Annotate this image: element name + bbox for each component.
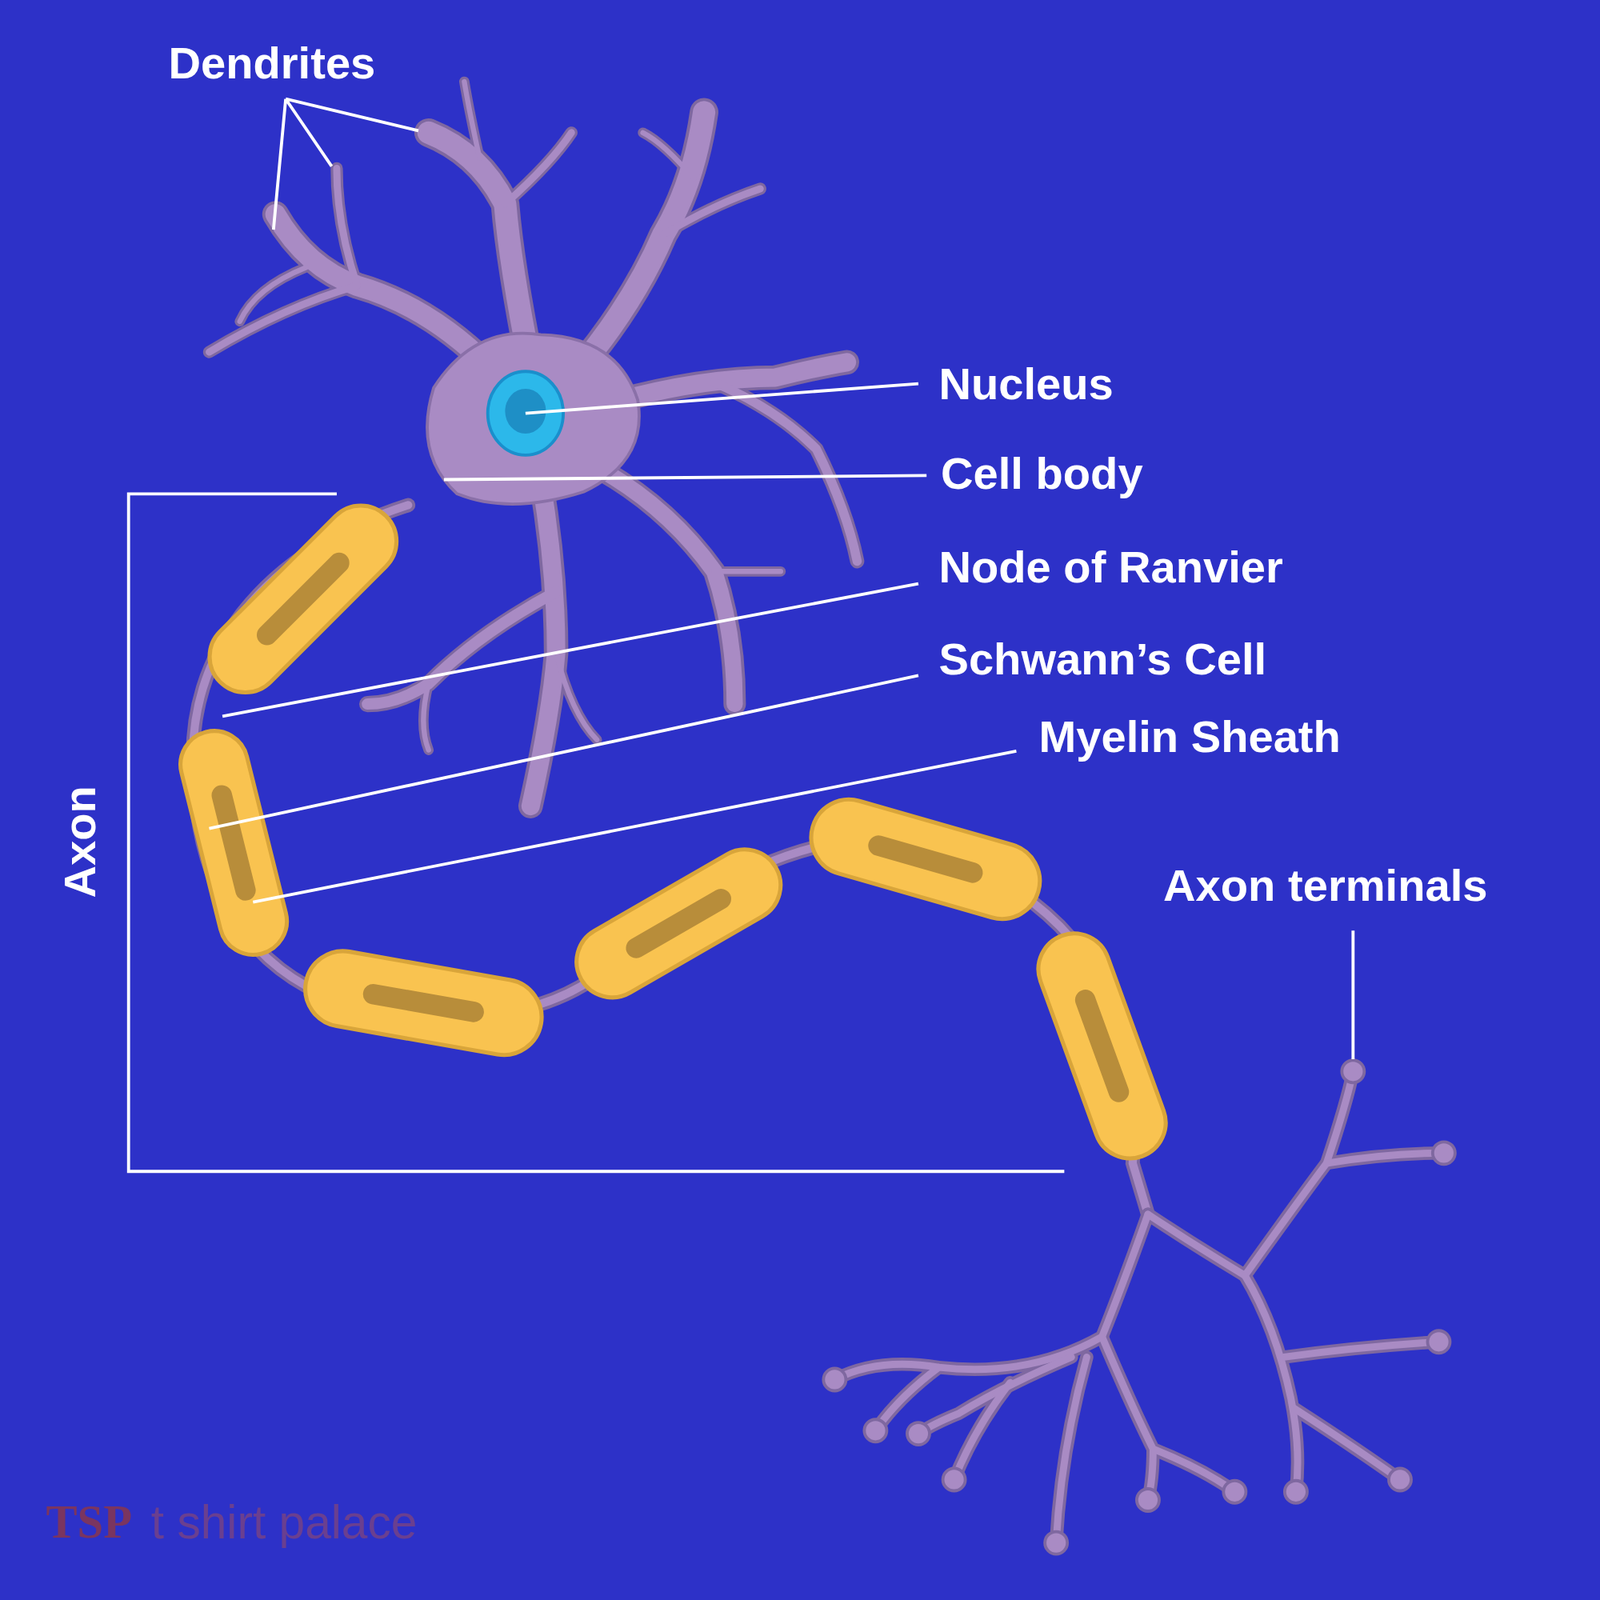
- myelin-sheath: [173, 490, 1176, 1168]
- part-label: Cell body: [940, 448, 1144, 500]
- part-label: Myelin Sheath: [1038, 711, 1340, 763]
- part-label: Schwann’s Cell: [938, 633, 1267, 685]
- leader-lines: [208, 99, 1353, 1060]
- dendrites: [208, 81, 857, 807]
- nucleus: [488, 371, 564, 456]
- part-label: Dendrites: [168, 37, 376, 89]
- axon-bracket: [128, 493, 1065, 1172]
- part-label: Node of Ranvier: [938, 541, 1283, 593]
- part-label: Nucleus: [938, 358, 1113, 410]
- watermark-text: t shirt palace: [151, 1496, 418, 1548]
- watermark-logo: TSP: [45, 1496, 132, 1548]
- axon-label: Axon: [54, 785, 106, 898]
- part-label: Axon terminals: [1163, 860, 1488, 912]
- axon-terminals: [823, 1060, 1456, 1554]
